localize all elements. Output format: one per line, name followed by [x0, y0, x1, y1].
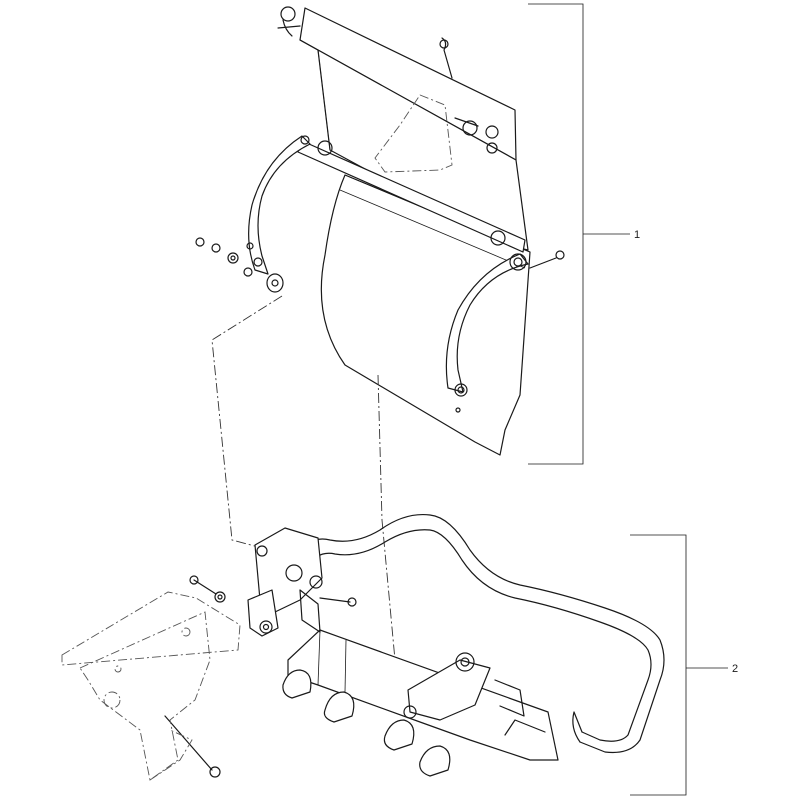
hinge-pin-top-left	[277, 6, 301, 37]
tube-frame-outer	[299, 513, 665, 754]
callout-label-1: 1	[634, 229, 640, 241]
mount-plate-left	[247, 589, 279, 637]
callout-label-2: 2	[732, 663, 738, 675]
tube-frame-inner	[304, 529, 652, 742]
hinge-pin-top-mid	[439, 37, 453, 79]
hidden-bracket	[374, 94, 453, 173]
callout-bracket-1	[528, 3, 630, 465]
assembly-1-upper-flap	[195, 6, 565, 456]
right-hinge-bracket	[407, 659, 491, 721]
deflector-flap	[320, 174, 531, 456]
hinge-pin-right	[454, 117, 499, 154]
mower-chassis-reference	[61, 591, 241, 781]
bolt-set-lower	[164, 575, 226, 778]
callout-bracket-2	[630, 534, 728, 796]
left-hinge-arm	[248, 135, 311, 275]
assembly-2-lower-frame	[164, 513, 665, 778]
alignment-lines	[211, 295, 396, 661]
bolt-washer-set-left	[195, 237, 284, 293]
bolt-right	[529, 250, 565, 269]
cone-bumpers	[282, 669, 451, 777]
small-bolt	[455, 407, 461, 413]
